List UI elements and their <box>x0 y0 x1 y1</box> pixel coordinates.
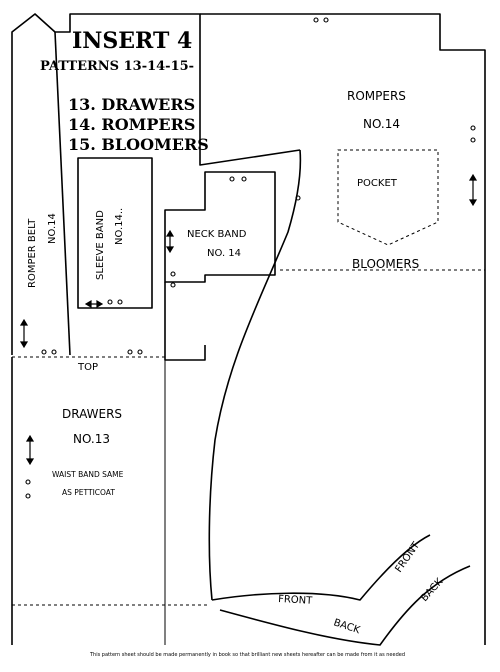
sleeve-band-outline <box>77 157 153 309</box>
grain-arrow-sleeve-band <box>84 299 104 309</box>
romper-belt-edge <box>54 31 71 356</box>
drawers-number: NO.13 <box>73 432 110 446</box>
back-seam <box>219 565 471 646</box>
romper-belt-label: ROMPER BELT <box>27 218 38 288</box>
top-label: TOP <box>77 362 98 373</box>
grain-arrow-romper-belt <box>19 318 29 349</box>
grain-arrow-neck-band <box>165 229 175 254</box>
neck-band-label: NECK BAND <box>187 229 247 240</box>
grain-arrow-rompers <box>468 173 478 207</box>
rompers-label: ROMPERS <box>347 89 406 103</box>
neck-band-number: NO. 14 <box>207 248 241 259</box>
insert-title: INSERT 4 <box>72 28 192 54</box>
footer-note: This pattern sheet should be made perman… <box>89 652 405 658</box>
drawers-label: DRAWERS <box>62 407 122 421</box>
front-upper-label: FRONT <box>393 540 422 575</box>
rompers-number: NO.14 <box>363 117 400 131</box>
pattern-list-item-rompers: 14. ROMPERS <box>68 115 195 134</box>
patterns-subtitle: PATTERNS 13-14-15- <box>40 59 194 74</box>
rompers-outline <box>200 13 486 645</box>
pocket-label: POCKET <box>357 178 398 189</box>
upper-left-outline <box>11 13 301 355</box>
rompers-inner-edge <box>164 282 206 361</box>
drawers-note-line2: AS PETTICOAT <box>62 488 115 497</box>
romper-belt-number: NO.14 <box>47 213 58 244</box>
pattern-list-item-drawers: 13. DRAWERS <box>68 95 195 114</box>
front-label: FRONT <box>278 594 314 607</box>
rompers-body-curve <box>208 149 302 601</box>
bloomers-label: BLOOMERS <box>352 257 419 271</box>
pattern-list-item-bloomers: 15. BLOOMERS <box>68 135 209 154</box>
sleeve-band-label: SLEEVE BAND <box>95 210 106 280</box>
drawers-note-line1: WAIST BAND SAME <box>52 470 124 479</box>
neck-band-outline <box>164 171 276 283</box>
grain-arrow-drawers <box>25 434 35 466</box>
sleeve-band-number: NO.14.. <box>114 208 125 245</box>
back-label: BACK <box>332 617 362 636</box>
notch-markers <box>25 17 476 499</box>
pocket-outline <box>337 149 439 246</box>
front-seam <box>211 534 431 601</box>
